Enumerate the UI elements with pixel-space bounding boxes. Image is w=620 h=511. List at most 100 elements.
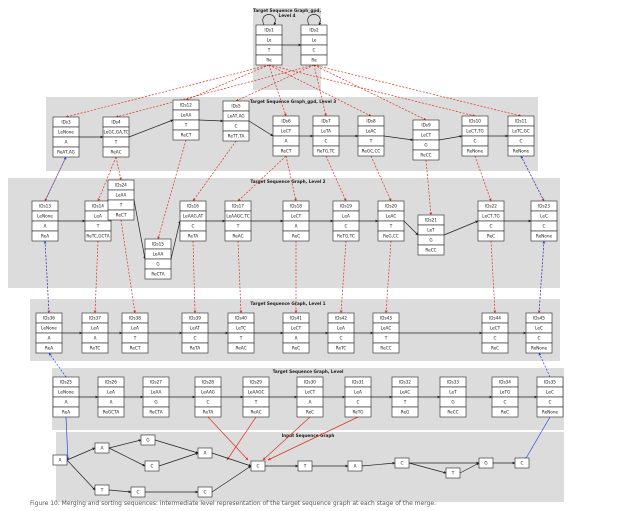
node-row-label: LeC — [546, 390, 554, 395]
merge-edge — [237, 155, 287, 202]
input-edge — [65, 416, 70, 461]
input-node-label: C — [401, 461, 404, 466]
node-row-label: ReNone — [536, 234, 553, 239]
node-row-box — [332, 230, 360, 242]
node-row-label: IDs20 — [385, 204, 397, 209]
merge-edge — [192, 240, 197, 314]
node-row-label: IDs1 — [264, 28, 274, 33]
node-row-label: IDs5 — [231, 104, 241, 109]
node-row-label: LeC — [535, 326, 543, 331]
input-edge — [211, 465, 252, 493]
node-row-label: IDs13 — [39, 204, 51, 209]
node-row-label: T — [403, 400, 407, 405]
node-row-label: IDs27 — [150, 380, 162, 385]
node-row-label: T — [267, 48, 271, 53]
node-row-label: ReTC — [90, 346, 101, 351]
input-edge — [66, 447, 96, 461]
node-row-label: LeTC — [236, 326, 246, 331]
input-node: A — [197, 447, 213, 459]
node-row-label: LeA — [107, 390, 115, 395]
node-row-label: IDs24 — [115, 183, 127, 188]
input-node: T — [297, 460, 313, 472]
input-node-label: A — [354, 464, 357, 469]
input-node-label: A — [59, 458, 62, 463]
input-edge — [158, 452, 199, 467]
node-row-label: LeNone — [37, 214, 53, 219]
node-row-label: ReC — [487, 234, 495, 239]
node-row-label: IDs25 — [60, 380, 72, 385]
input-edge — [108, 447, 146, 467]
node-row-label: IDs17 — [232, 204, 244, 209]
node-row-label: IDs9 — [421, 123, 431, 128]
sequence-edge — [438, 135, 463, 141]
input-edge — [108, 439, 142, 449]
node-row-label: T — [389, 224, 393, 229]
node-row-label: ReGC,CC — [362, 149, 381, 154]
node-row-label: ReC — [491, 346, 499, 351]
node-row-label: LeA — [337, 326, 345, 331]
node-row-label: C — [538, 336, 541, 341]
node-row-label: LeAA — [181, 113, 192, 118]
node-row-box — [296, 406, 324, 418]
level4-title-line1: Target Sequence Graph_gpd, — [253, 8, 321, 13]
link-edge — [48, 352, 67, 378]
edges — [43, 14, 551, 461]
node-row-label: T — [236, 224, 240, 229]
input-node: C — [130, 486, 146, 498]
input-edge — [361, 461, 396, 467]
node-row-box — [35, 342, 63, 354]
merge-edge — [268, 64, 372, 117]
node-row-box — [84, 230, 112, 242]
node-row-label: LeT — [427, 228, 435, 233]
node-row-label: T — [239, 336, 243, 341]
node-row-label: LeAA — [116, 193, 127, 198]
node-row-label: LeAAG — [201, 390, 215, 395]
node-row-label: ReNone — [531, 346, 548, 351]
node-row-label: LeNone — [41, 326, 57, 331]
self-loop-edge — [307, 14, 322, 26]
node-row-label: C — [345, 224, 348, 229]
node-row-label: C — [325, 139, 328, 144]
node-row-label: LeCT,TG — [466, 129, 483, 134]
node-row-label: IDs37 — [89, 316, 101, 321]
node-row-label: ReNone — [542, 410, 559, 415]
merge-edge — [313, 64, 522, 117]
node-row-box — [172, 129, 200, 141]
level0-title: Target Sequence Graph, Level — [273, 369, 344, 374]
node-row-label: A — [309, 400, 312, 405]
merge-edge — [370, 155, 392, 202]
input-node-label: T — [451, 471, 455, 476]
level1-title: Target Sequence Graph, Level 1 — [250, 301, 325, 306]
link-edge — [520, 155, 545, 202]
node-row-label: IDs18 — [290, 204, 302, 209]
node-row-label: IDs28 — [202, 380, 214, 385]
node-row-label: LeGC,GA,TC — [103, 130, 128, 135]
node-row-label: A — [285, 139, 288, 144]
node-row-label: C — [490, 224, 493, 229]
node-row-box — [31, 230, 59, 242]
node-row-label: A — [65, 140, 68, 145]
node-row-label: A — [94, 336, 97, 341]
node-row-label: ReA — [45, 346, 53, 351]
node-row-label: IDs3 — [61, 120, 71, 125]
input-edge — [108, 489, 132, 494]
node-row-label: G — [156, 262, 159, 267]
node-row-label: LeAC — [381, 326, 392, 331]
node-row-label: C — [520, 139, 523, 144]
level2-title: Target Sequence Graph, Level 2 — [250, 179, 325, 184]
node-row-label: LeAC — [366, 129, 377, 134]
node-row-box — [144, 268, 172, 280]
